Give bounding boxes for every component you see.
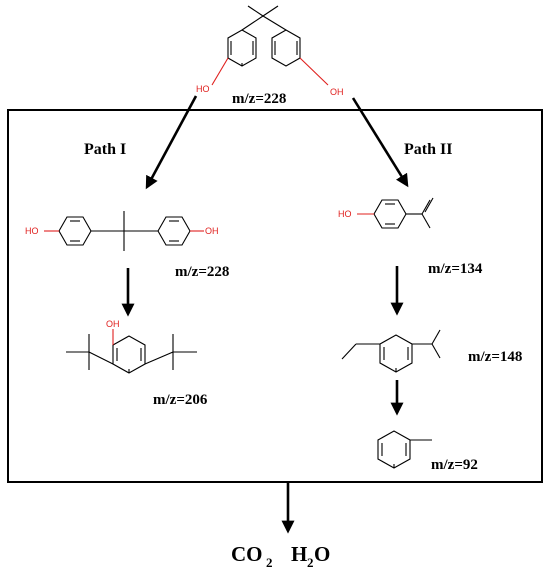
ethylisopropylbenzene-mz-label: m/z=148	[468, 349, 522, 365]
ditertbutylphenol-mz-label: m/z=206	[153, 392, 208, 408]
final-co2-subscript: 2	[266, 555, 273, 570]
ditertbutylphenol-structure	[66, 329, 197, 374]
bpa-top-mz-label: m/z=228	[232, 91, 286, 107]
bpa-path-one-oh: OH	[205, 226, 219, 236]
pathway-frame	[7, 109, 543, 483]
bpa-top-right-oh: OH	[330, 87, 344, 97]
isopropenylphenol-ho: HO	[338, 209, 352, 219]
final-h2o-h: H	[291, 542, 307, 566]
bpa-top-left-ho: HO	[196, 84, 210, 94]
isopropenylphenol-mz-label: m/z=134	[428, 261, 483, 277]
arrow-to-path-one	[145, 95, 198, 190]
ethylisopropylbenzene-structure	[341, 329, 441, 373]
bpa-path-one-structure	[44, 211, 204, 251]
bpa-top-structure	[211, 5, 329, 86]
bpa-path-one-ho: HO	[25, 226, 39, 236]
ditertbutylphenol-oh: OH	[106, 319, 120, 329]
bpa-path-one-mz-label: m/z=228	[175, 264, 229, 280]
final-h2o-o: O	[314, 542, 330, 566]
final-h2o-subscript: 2	[307, 555, 314, 570]
isopropenylphenol-structure	[357, 197, 434, 229]
toluene-mz-label: m/z=92	[431, 457, 478, 473]
toluene-structure	[377, 430, 432, 469]
path-one-label: Path I	[84, 141, 126, 158]
arrow-to-path-two	[351, 97, 409, 188]
final-co2-main: CO	[231, 542, 263, 566]
path-two-label: Path II	[404, 141, 452, 158]
